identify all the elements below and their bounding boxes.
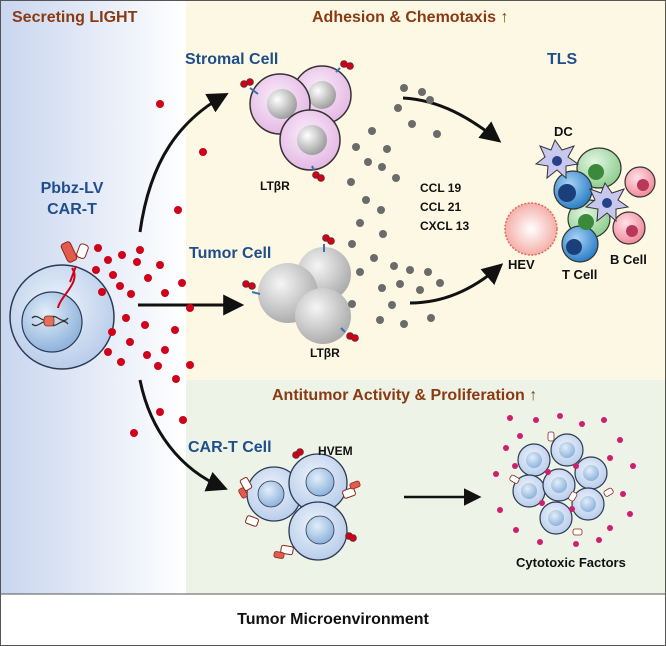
stromal-cell-label: Stromal Cell: [185, 51, 278, 68]
left-car-t-cell: [9, 241, 115, 370]
arrow-to-car-t: [138, 379, 228, 492]
arrow-to-stromal: [138, 92, 229, 233]
chemokine-dots: [347, 84, 444, 328]
car-t-cell-label: CAR-T Cell: [188, 439, 272, 456]
cytotoxic-label: Cytotoxic Factors: [516, 555, 626, 570]
chemokine-ccl19: CCL 19: [420, 181, 461, 195]
chemokine-ccl21: CCL 21: [420, 200, 461, 214]
t-cell-label: T Cell: [562, 267, 597, 282]
light-dots: [92, 100, 207, 437]
tumor-cell-cluster: [242, 234, 359, 344]
secreting-title: Secreting LIGHT: [12, 9, 138, 26]
cytotoxic-dots: [493, 413, 636, 547]
arrow-to-tls-bottom: [409, 263, 504, 305]
chemokine-cxcl13: CXCL 13: [420, 219, 469, 233]
dc-label: DC: [554, 124, 573, 139]
hev-label: HEV: [508, 257, 535, 272]
arrow-to-tls-top: [402, 96, 502, 143]
ltbr-stromal-label: LTβR: [260, 179, 290, 193]
stromal-cell-cluster: [240, 60, 354, 182]
antitumor-title: Antitumor Activity & Proliferation ↑: [272, 387, 537, 404]
tls-label: TLS: [547, 51, 578, 68]
pbbz-lv-label: Pbbz-LV: [41, 180, 104, 197]
b-cell-label: B Cell: [610, 252, 647, 267]
hvem-label: HVEM: [318, 444, 353, 458]
car-t-left-label: CAR-T: [47, 201, 97, 218]
car-t-cell-cluster: [238, 448, 361, 561]
ltbr-tumor-label: LTβR: [310, 346, 340, 360]
adhesion-title: Adhesion & Chemotaxis ↑: [312, 9, 508, 26]
tumor-cell-label: Tumor Cell: [189, 245, 271, 262]
cytotoxic-cluster: [509, 431, 614, 536]
footer-title: Tumor Microenvironment: [237, 611, 429, 628]
tls-cluster: [504, 138, 656, 263]
